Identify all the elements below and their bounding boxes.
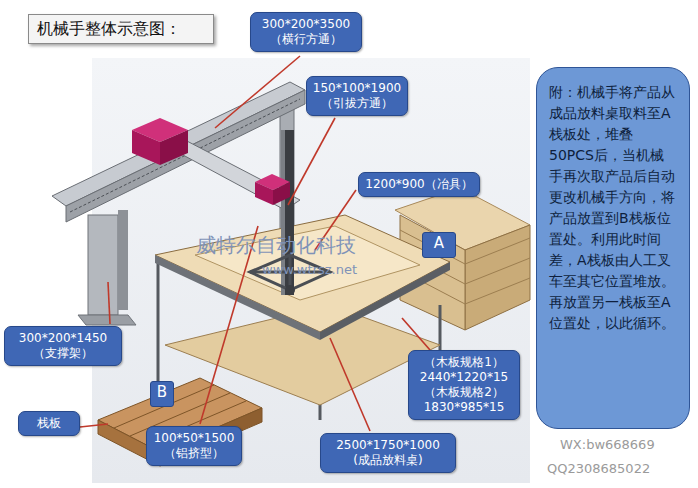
callout-box: 150*100*1900 （引拔方通）	[306, 76, 408, 116]
illustration-part	[255, 182, 273, 205]
node-text: （木板规格2） 1830*985*15	[414, 385, 514, 415]
node-text: A	[425, 234, 453, 252]
illustration-part	[78, 315, 136, 325]
node-text: 100*50*1500 （铝挤型）	[152, 431, 236, 461]
illustration-part	[465, 278, 530, 304]
illustration-part	[108, 282, 110, 324]
illustration-part	[157, 262, 160, 390]
node-text: （木板规格1） 2440*1220*15	[414, 355, 514, 385]
position-marker: A	[422, 232, 456, 258]
node-text: 300*200*1450 （支撑架）	[10, 331, 116, 361]
title-box: 机械手整体示意图：	[28, 14, 214, 44]
illustration-part	[195, 226, 420, 300]
callout-box: 栈板	[18, 411, 80, 436]
illustration-part	[118, 210, 128, 310]
illustration-part	[155, 215, 450, 332]
illustration-part	[132, 130, 160, 165]
illustration-part	[92, 58, 530, 483]
contact-text: QQ2308685022	[547, 461, 650, 476]
position-marker: B	[150, 381, 174, 407]
node-text: 1200*900（冶具）	[364, 177, 474, 192]
node-text: 附：机械手将产品从成品放料桌取料至A栈板处，堆叠50PCS后，当机械手再次取产品…	[549, 82, 677, 334]
illustration-part	[80, 424, 108, 427]
illustration-part	[402, 318, 430, 350]
illustration-part	[66, 90, 305, 222]
callout-box: 2500*1750*1000 (成品放料桌)	[320, 433, 456, 473]
illustration-part	[465, 238, 530, 264]
illustration-part	[160, 130, 188, 165]
illustration-part	[215, 56, 300, 128]
leader-lines	[80, 56, 430, 431]
illustration-part	[52, 82, 305, 206]
pallet	[98, 378, 262, 466]
node-text: 300*200*3500 （横行方通）	[256, 17, 356, 47]
note-box: 附：机械手将产品从成品放料桌取料至A栈板处，堆叠50PCS后，当机械手再次取产品…	[536, 67, 690, 429]
node-text: B	[153, 383, 171, 401]
node-text: 150*100*1900 （引拔方通）	[312, 81, 402, 111]
illustration-part	[465, 225, 530, 330]
node-text: 2500*1750*1000 (成品放料桌)	[326, 438, 450, 468]
callout-box: 1200*900（冶具）	[358, 172, 480, 197]
illustration-part	[273, 182, 290, 205]
illustration-part	[285, 285, 295, 295]
illustration-part	[288, 118, 335, 205]
node-text: 栈板	[24, 416, 74, 431]
illustration-part	[170, 140, 300, 210]
callout-box: （木板规格1） 2440*1220*15（木板规格2） 1830*985*15	[408, 350, 520, 420]
contact-text: WX:bw668669	[560, 437, 655, 452]
illustration-part	[88, 215, 118, 315]
illustration-part	[465, 258, 530, 284]
watermark: 威特尔自动化科技	[196, 232, 356, 259]
node-text: 机械手整体示意图：	[37, 18, 205, 40]
illustration-part	[70, 99, 300, 212]
illustration-part	[330, 338, 370, 431]
callout-box: 100*50*1500 （铝挤型）	[146, 426, 242, 466]
callout-box: 300*200*3500 （横行方通）	[250, 12, 362, 52]
callout-box: 300*200*1450 （支撑架）	[4, 326, 122, 366]
watermark: www.wtrsz.net	[262, 262, 357, 277]
